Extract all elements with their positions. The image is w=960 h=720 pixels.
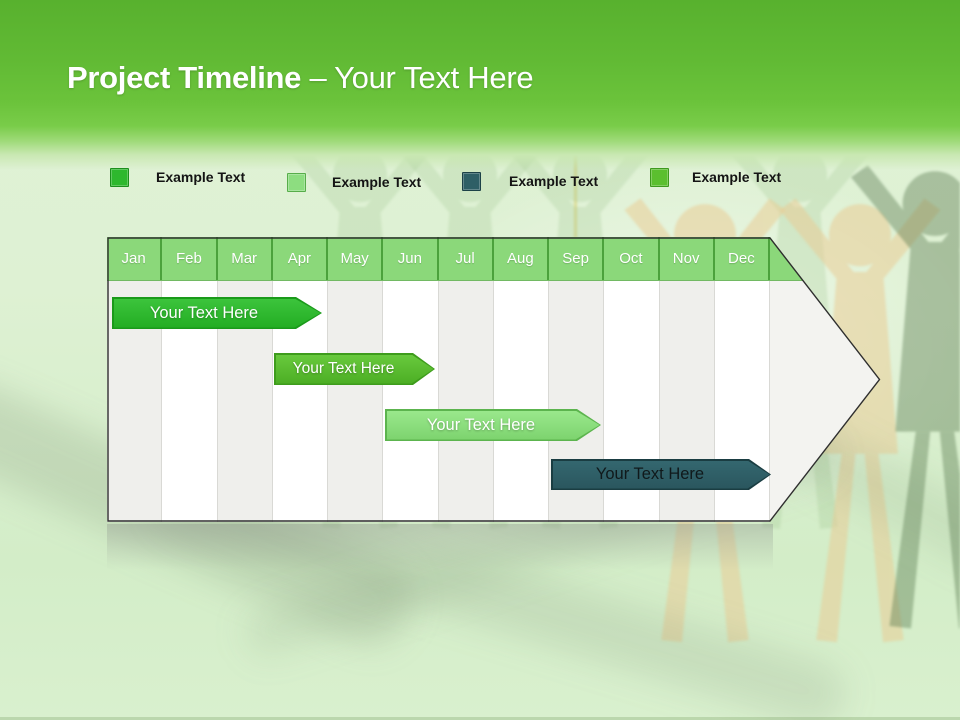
legend-label[interactable]: Example Text — [156, 169, 246, 185]
month-cell: Jan — [107, 237, 163, 280]
paper-people-chain-illustration — [290, 138, 960, 643]
month-cell: Mar — [218, 237, 273, 280]
grid-column — [493, 281, 549, 522]
month-cell: Aug — [494, 237, 549, 280]
title-main: Project Timeline — [67, 60, 302, 95]
timeline-bar[interactable]: Your Text Here — [112, 297, 322, 329]
legend-swatch — [110, 168, 129, 187]
slide-title[interactable]: Project Timeline – Your Text Here — [67, 60, 534, 96]
slide-bottom-edge — [0, 717, 960, 720]
legend-label[interactable]: Example Text — [332, 174, 422, 190]
bar-label: Your Text Here — [595, 465, 705, 483]
month-cell: Jul — [439, 237, 494, 280]
month-cell: Feb — [162, 237, 218, 280]
bar-label: Your Text Here — [292, 360, 395, 377]
month-cell: Oct — [604, 237, 660, 280]
month-cell: Dec — [715, 237, 770, 280]
month-cell: May — [328, 237, 384, 280]
legend-label[interactable]: Example Text — [692, 169, 782, 185]
chart-reflection — [107, 524, 773, 570]
bar-fill — [553, 461, 770, 489]
legend-item: Example Text — [287, 173, 421, 192]
legend-label[interactable]: Example Text — [509, 173, 599, 189]
month-cell: Jun — [383, 237, 439, 280]
bar-label: Your Text Here — [426, 415, 536, 434]
legend-item: Example Text — [110, 168, 245, 187]
legend-item: Example Text — [650, 168, 781, 187]
month-header-row: Jan Feb Mar Apr May Jun Jul Aug Sep Oct … — [107, 237, 807, 281]
title-band — [0, 0, 960, 170]
bar-fill — [276, 355, 434, 384]
bar-fill — [114, 299, 321, 328]
grid-column — [383, 281, 439, 522]
timeline-bar[interactable]: Your Text Here — [385, 409, 601, 441]
legend-swatch — [287, 173, 306, 192]
month-cell: Sep — [549, 237, 605, 280]
timeline-bar[interactable]: Your Text Here — [551, 459, 771, 490]
title-placeholder: – Your Text Here — [309, 60, 534, 95]
bar-fill — [387, 411, 600, 440]
grid-column — [328, 281, 384, 522]
bar-label: Your Text Here — [149, 303, 259, 322]
grid-column — [438, 281, 494, 522]
month-cell: Apr — [273, 237, 328, 280]
legend-swatch — [462, 172, 481, 191]
month-cell: Nov — [660, 237, 715, 280]
legend-item: Example Text — [462, 172, 598, 191]
legend-swatch — [650, 168, 669, 187]
timeline-bar[interactable]: Your Text Here — [274, 353, 435, 385]
